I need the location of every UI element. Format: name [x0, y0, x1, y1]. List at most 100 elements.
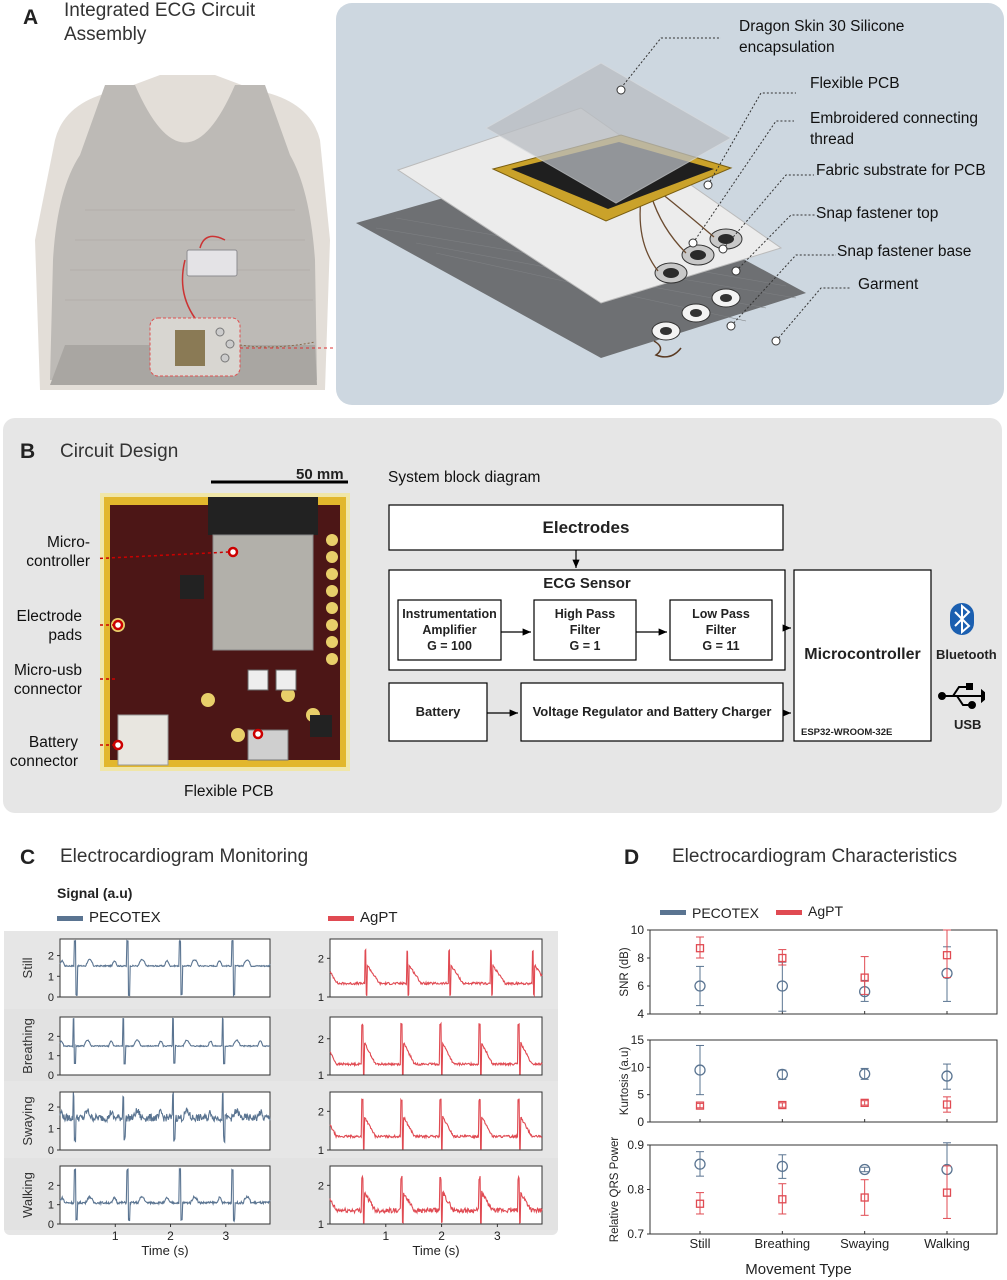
ecg-y-tick-label: 2: [48, 951, 54, 963]
stats-y-tick-label: 0.8: [627, 1183, 644, 1197]
panel-a-letter: A: [23, 6, 39, 29]
pcb-photo: [98, 480, 350, 771]
stats-y-axis-label: Relative QRS Power: [609, 1137, 621, 1243]
block-ecg-sensor: ECG Sensor: [543, 575, 631, 592]
bluetooth-icon: [950, 603, 974, 635]
point-agpt: [695, 1199, 705, 1208]
ecg-plot-frame: [59, 938, 271, 998]
callout-silicone: Dragon Skin 30 Silicone: [739, 18, 905, 35]
ecg-y-tick-label: 0: [48, 1070, 54, 1082]
callout-garment: Garment: [858, 276, 919, 293]
ecg-row-label: Walking: [20, 1172, 35, 1218]
point-agpt: [942, 951, 952, 960]
panel-c-letter: C: [20, 846, 36, 869]
category-label: Walking: [924, 1236, 970, 1251]
ecg-x-tick-label: 2: [167, 1229, 174, 1243]
ecg-y-tick-label: 2: [48, 1031, 54, 1043]
ecg-y-tick-label: 1: [318, 1070, 324, 1082]
ecg-x-tick-label: 3: [222, 1229, 229, 1243]
panel-b-title: Circuit Design: [60, 441, 179, 462]
ecg-y-tick-label: 2: [318, 1034, 324, 1046]
ecg-trace-agpt-walking: [329, 1174, 543, 1224]
legend-swatch-pecotex: [57, 916, 83, 921]
ecg-trace-pecotex-walking: [59, 1167, 271, 1223]
ecg-trace-pecotex-swaying: [59, 1092, 271, 1144]
legend-label-agpt: AgPT: [360, 909, 398, 926]
usb-icon: [938, 683, 985, 709]
point-pecotex: [859, 1163, 871, 1176]
exploded-view-render: Dragon Skin 30 Silicone encapsulation Fl…: [336, 3, 1004, 405]
point-agpt: [695, 1101, 705, 1110]
stats-y-axis-label: Kurtosis (a.u): [619, 1047, 631, 1116]
stats-x-axis-label: Movement Type: [745, 1261, 851, 1278]
ecg-traces-chart: Still01212Breathing01212Swaying01212Walk…: [4, 931, 558, 1258]
ecg-x-tick-label: 2: [438, 1229, 445, 1243]
stats-plot-frame: [649, 929, 998, 1015]
ecg-row-label: Still: [20, 957, 35, 978]
callout-flexible-pcb: Flexible PCB: [810, 75, 900, 92]
panel-a-title-line2: Assembly: [64, 24, 147, 45]
ecg-y-tick-label: 1: [48, 971, 54, 983]
panel-d-title: Electrocardiogram Characteristics: [672, 846, 958, 867]
point-pecotex: [776, 980, 788, 992]
stats-y-tick-label: 4: [637, 1007, 644, 1021]
block-battery: Battery: [415, 704, 461, 719]
ecg-y-tick-label: 0: [48, 1145, 54, 1157]
legend-label-agpt-d: AgPT: [808, 903, 843, 919]
ecg-y-tick-label: 1: [48, 1200, 54, 1212]
callout-thread: Embroidered connecting: [810, 110, 979, 127]
ecg-row-label: Breathing: [20, 1018, 35, 1074]
ecg-y-tick-label: 0: [48, 1219, 54, 1231]
usb-label: USB: [954, 717, 982, 732]
point-pecotex: [776, 1068, 788, 1081]
stats-y-tick-label: 0.9: [627, 1138, 644, 1152]
legend-swatch-pecotex-d: [660, 910, 686, 915]
ecg-y-tick-label: 2: [48, 1180, 54, 1192]
panel-c-ylabel: Signal (a.u): [57, 885, 133, 901]
ecg-y-tick-label: 2: [48, 1102, 54, 1114]
stats-y-tick-label: 10: [631, 923, 645, 937]
panel-d-letter: D: [624, 846, 640, 869]
callout-fabric-substrate: Fabric substrate for PCB: [816, 162, 986, 179]
ecg-trace-agpt-breathing: [329, 1021, 543, 1075]
stats-y-axis-label: SNR (dB): [619, 947, 631, 996]
point-pecotex: [694, 980, 706, 992]
point-pecotex: [776, 1160, 788, 1173]
ecg-x-tick-label: 3: [494, 1229, 501, 1243]
block-diagram-title: System block diagram: [388, 469, 541, 486]
bluetooth-label: Bluetooth: [936, 647, 997, 662]
point-agpt: [860, 973, 869, 982]
point-agpt: [942, 1188, 952, 1197]
ecg-y-tick-label: 2: [318, 1106, 324, 1118]
stats-y-tick-label: 10: [631, 1060, 645, 1074]
legend-swatch-agpt-d: [776, 910, 802, 915]
callout-silicone-2: encapsulation: [739, 39, 835, 56]
ecg-y-tick-label: 1: [48, 1124, 54, 1136]
panel-c-title: Electrocardiogram Monitoring: [60, 846, 309, 867]
ecg-trace-pecotex-still: [59, 939, 271, 998]
block-microcontroller: Microcontroller: [804, 646, 921, 663]
point-pecotex: [694, 1064, 706, 1076]
block-diagram: [388, 504, 985, 742]
ecg-y-tick-label: 2: [318, 1180, 324, 1192]
ecg-trace-agpt-still: [329, 948, 543, 998]
point-agpt: [778, 1100, 787, 1110]
category-label: Swaying: [840, 1236, 889, 1251]
stats-y-tick-label: 0: [637, 1115, 644, 1129]
panel-b-letter: B: [20, 440, 36, 463]
point-agpt: [695, 944, 705, 953]
stats-y-tick-label: 15: [631, 1033, 645, 1047]
ecg-x-tick-label: 1: [382, 1229, 389, 1243]
callout-snap-top: Snap fastener top: [816, 205, 939, 222]
pcb-caption: Flexible PCB: [184, 783, 274, 800]
stats-plot-frame: [649, 1144, 998, 1235]
block-mcu-model: ESP32-WROOM-32E: [801, 727, 893, 738]
legend-label-pecotex: PECOTEX: [89, 909, 161, 926]
scale-bar-label: 50 mm: [296, 466, 344, 483]
category-label: Breathing: [755, 1236, 811, 1251]
ecg-row-label: Swaying: [20, 1096, 35, 1145]
